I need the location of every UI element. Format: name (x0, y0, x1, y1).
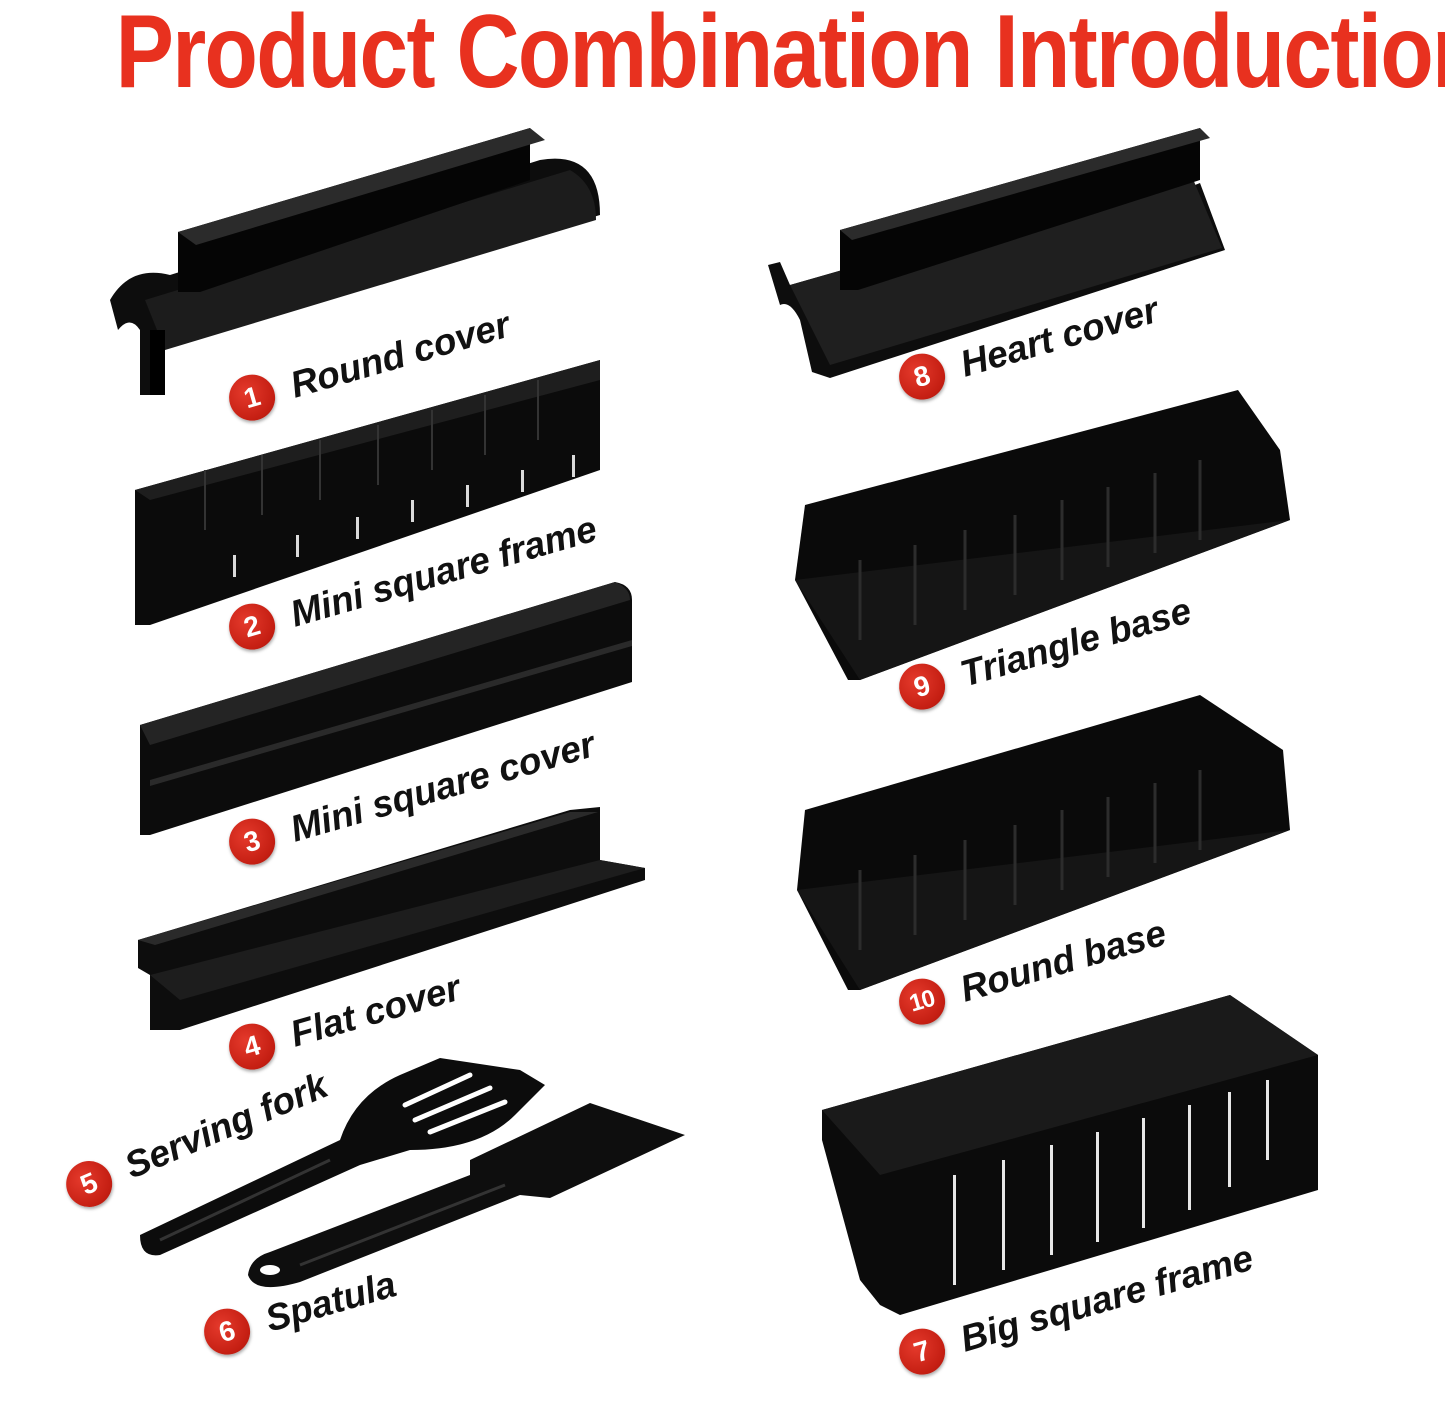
flat-cover-image (138, 807, 645, 1030)
mini-square-cover-image (140, 582, 632, 835)
heart-cover-image (768, 128, 1225, 378)
big-square-frame-image (822, 995, 1318, 1315)
round-base-image (797, 695, 1290, 990)
page-title: Product Combination Introduction (115, 0, 1445, 110)
mini-square-frame-image (135, 360, 600, 625)
triangle-base-image (795, 390, 1290, 680)
serving-fork-image (140, 1058, 545, 1256)
round-cover-image (110, 128, 600, 395)
spatula-image (248, 1103, 685, 1288)
